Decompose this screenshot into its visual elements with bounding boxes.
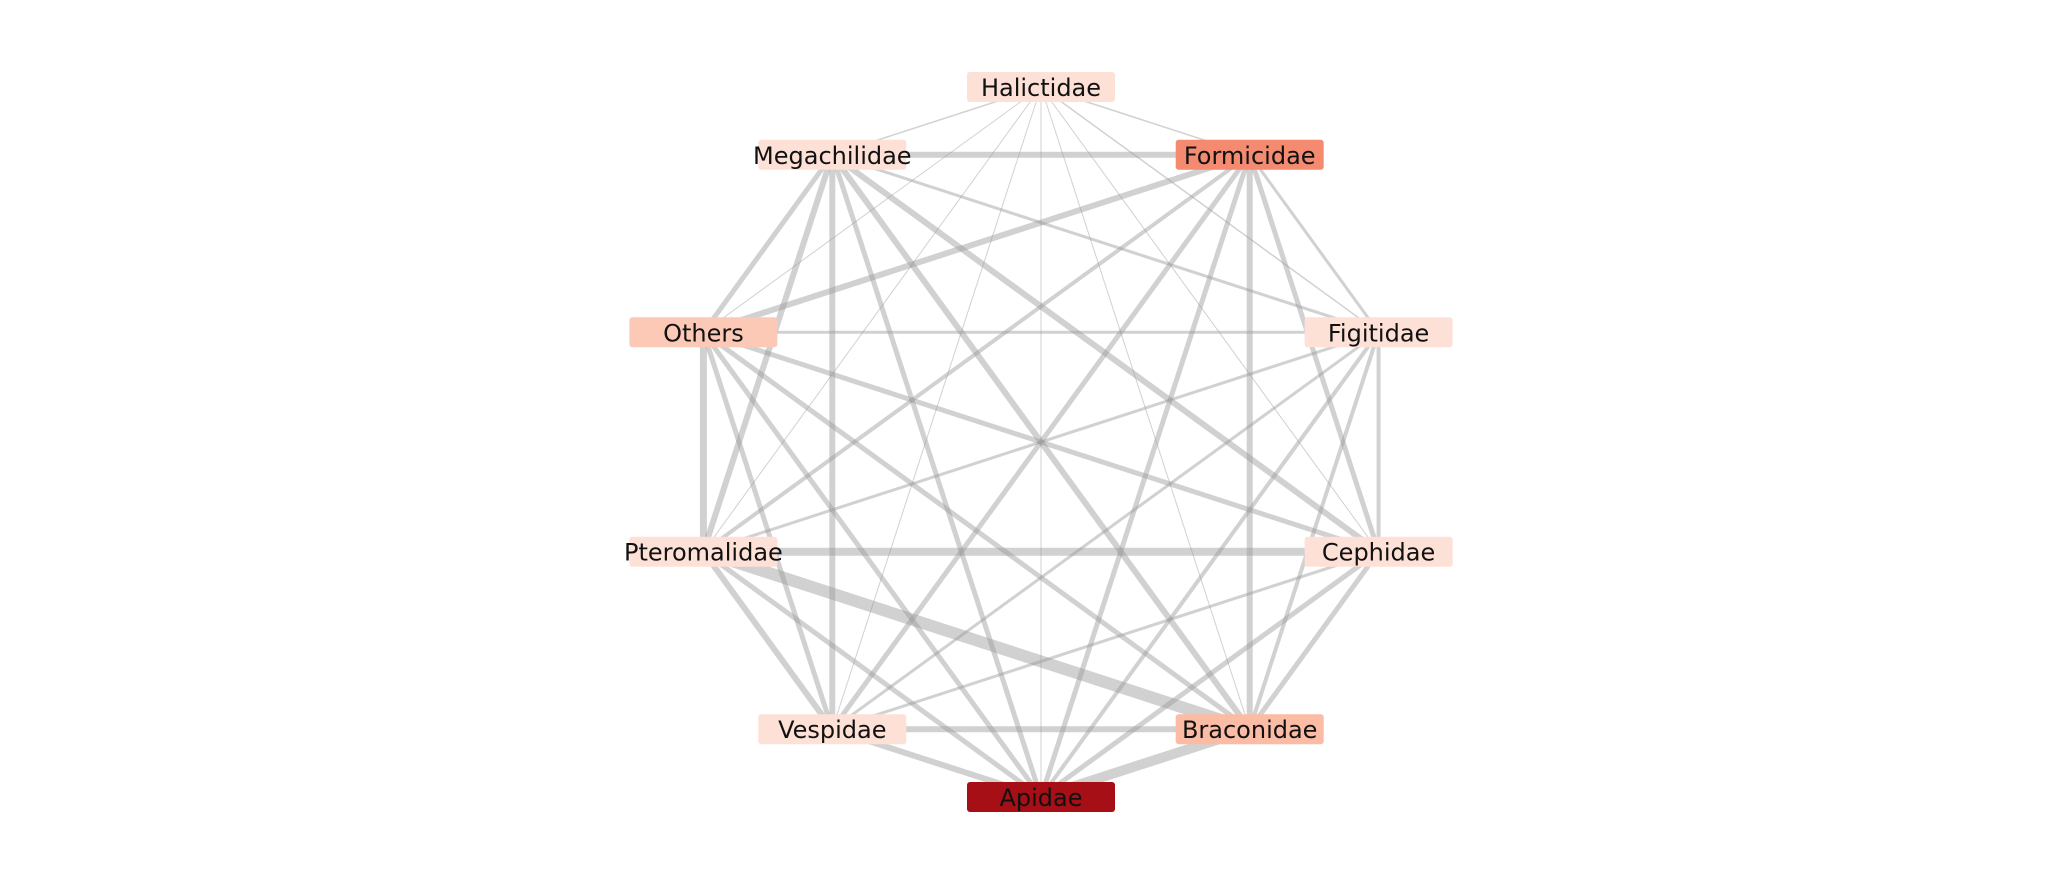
- node-braconidae[interactable]: Braconidae: [1175, 714, 1324, 745]
- edge-megachilidae-others: [700, 152, 835, 335]
- edge-pteromalidae-apidae: [700, 549, 1044, 800]
- edge-pteromalidae-braconidae: [697, 545, 1256, 736]
- edge-others-braconidae: [700, 329, 1253, 732]
- node-box-halictidae: [967, 72, 1115, 102]
- edge-cephidae-vespidae: [830, 550, 1381, 731]
- edge-others-cephidae: [700, 329, 1382, 555]
- edge-megachilidae-figitidae: [830, 153, 1381, 334]
- node-label-pteromalidae: Pteromalidae: [624, 539, 783, 567]
- edge-formicidae-cephidae: [1247, 152, 1382, 555]
- node-vespidae[interactable]: Vespidae: [758, 714, 907, 745]
- edge-cephidae-apidae: [1038, 549, 1382, 800]
- edge-halictidae-cephidae: [1040, 86, 1380, 553]
- node-label-braconidae: Braconidae: [1182, 716, 1318, 744]
- node-box-vespidae: [758, 714, 907, 745]
- edge-megachilidae-braconidae: [829, 151, 1253, 733]
- edge-halictidae-vespidae: [831, 86, 1042, 730]
- node-halictidae[interactable]: Halictidae: [967, 72, 1115, 102]
- edge-formicidae-vespidae: [829, 152, 1253, 732]
- edge-cephidae-braconidae: [1247, 549, 1382, 732]
- node-label-formicidae: Formicidae: [1184, 142, 1316, 170]
- edge-halictidae-others: [702, 86, 1042, 333]
- node-box-pteromalidae: [629, 536, 778, 567]
- edge-others-apidae: [700, 329, 1044, 800]
- node-box-formicidae: [1175, 139, 1324, 170]
- edge-halictidae-figitidae: [1040, 86, 1380, 334]
- node-label-apidae: Apidae: [999, 784, 1082, 812]
- edge-halictidae-braconidae: [1040, 86, 1251, 730]
- edge-pteromalidae-vespidae: [700, 548, 836, 733]
- node-megachilidae[interactable]: Megachilidae: [753, 139, 912, 170]
- node-label-cephidae: Cephidae: [1322, 539, 1435, 567]
- node-box-figitidae: [1304, 317, 1453, 348]
- edge-megachilidae-pteromalidae: [700, 151, 836, 555]
- node-apidae[interactable]: Apidae: [967, 782, 1115, 812]
- edge-megachilidae-cephidae: [829, 151, 1382, 555]
- node-label-megachilidae: Megachilidae: [753, 142, 912, 170]
- node-label-halictidae: Halictidae: [981, 74, 1101, 102]
- edge-formicidae-figitidae: [1248, 153, 1381, 334]
- edge-figitidae-apidae: [1039, 330, 1381, 799]
- node-cephidae[interactable]: Cephidae: [1304, 536, 1453, 567]
- edge-formicidae-others: [700, 151, 1253, 336]
- node-box-cephidae: [1304, 536, 1453, 567]
- node-pteromalidae[interactable]: Pteromalidae: [624, 536, 783, 567]
- node-figitidae[interactable]: Figitidae: [1304, 317, 1453, 348]
- node-others[interactable]: Others: [629, 317, 778, 348]
- node-box-apidae: [967, 782, 1115, 812]
- edges-layer: [697, 86, 1383, 802]
- node-label-vespidae: Vespidae: [778, 716, 886, 744]
- node-formicidae[interactable]: Formicidae: [1175, 139, 1324, 170]
- edge-others-vespidae: [700, 329, 835, 732]
- edge-formicidae-pteromalidae: [701, 152, 1252, 554]
- node-box-braconidae: [1175, 714, 1324, 745]
- node-box-others: [629, 317, 778, 348]
- edge-formicidae-apidae: [1038, 152, 1253, 800]
- node-label-figitidae: Figitidae: [1328, 319, 1429, 347]
- edge-halictidae-pteromalidae: [702, 86, 1042, 553]
- node-label-others: Others: [663, 319, 744, 347]
- nodes-layer: HalictidaeFormicidaeFigitidaeCephidaeBra…: [624, 72, 1453, 812]
- edge-megachilidae-apidae: [829, 152, 1044, 800]
- edge-figitidae-pteromalidae: [701, 330, 1381, 554]
- edge-figitidae-braconidae: [1247, 330, 1381, 732]
- node-box-megachilidae: [758, 139, 907, 170]
- edge-figitidae-vespidae: [830, 330, 1381, 731]
